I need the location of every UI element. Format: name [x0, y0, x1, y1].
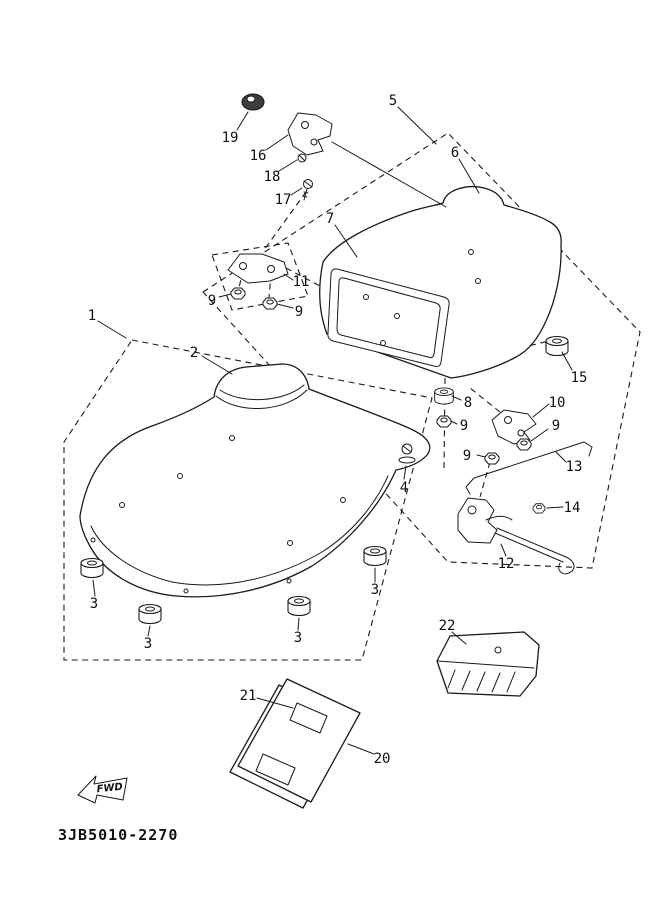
- callout-5: 5: [389, 93, 397, 109]
- rear-seat: [318, 186, 562, 379]
- callout-18: 18: [264, 169, 281, 185]
- nut-part-9: [436, 415, 452, 428]
- seat-mount-mark: [177, 473, 183, 479]
- callout-1: 1: [88, 308, 96, 324]
- callout-12: 12: [498, 556, 515, 572]
- document-label-part-21: [289, 702, 328, 734]
- callout-10: 10: [549, 395, 566, 411]
- collar-part-19: [241, 93, 265, 111]
- rod-part-13: [465, 441, 593, 495]
- screw-part-17: [302, 179, 313, 201]
- damper-part-3: [138, 603, 162, 625]
- hinge-bracket-part-16: [287, 112, 447, 208]
- callout-3: 3: [90, 596, 98, 612]
- damper-part-8: [434, 387, 454, 405]
- damper-part-3: [80, 557, 104, 579]
- callout-19: 19: [222, 130, 239, 146]
- screw-part-4: [398, 443, 416, 464]
- seat-mount-mark: [287, 540, 293, 546]
- dashed-region-main-seat: [63, 339, 433, 661]
- callout-3: 3: [144, 636, 152, 652]
- nut-part-9: [230, 287, 246, 300]
- callout-8: 8: [464, 395, 472, 411]
- leader-lines: [92, 106, 573, 755]
- seat-mount-mark: [119, 502, 125, 508]
- bracket-part-11: [227, 253, 289, 284]
- callout-2: 2: [190, 345, 198, 361]
- seat-top-mark: [475, 278, 481, 284]
- callout-numbers: 1 2 3 3 3 3 4 5 6 7 8 9 9 9 9 9 10 11 12…: [88, 93, 588, 767]
- nut-part-14: [532, 503, 546, 514]
- seat-mount-mark: [229, 435, 235, 441]
- bracket-part-10: [491, 409, 537, 445]
- callout-22: 22: [439, 618, 456, 634]
- pan-screw-mark: [380, 340, 386, 346]
- bag-hatching: [447, 669, 516, 693]
- callout-9: 9: [295, 304, 303, 320]
- seat-lock-part-12: [457, 497, 575, 575]
- callout-9: 9: [463, 448, 471, 464]
- callout-15: 15: [571, 370, 588, 386]
- callout-16: 16: [250, 148, 267, 164]
- pan-screw-mark: [363, 294, 369, 300]
- seat-edge-screw: [90, 537, 96, 543]
- callout-14: 14: [564, 500, 581, 516]
- nut-part-9: [484, 452, 500, 465]
- callout-3: 3: [371, 582, 379, 598]
- document-part-20: [229, 678, 361, 809]
- dashed-region-upper-seat: [202, 132, 641, 569]
- part-code: 3JB5010-2270: [58, 826, 178, 844]
- main-seat: [79, 363, 431, 598]
- screw-part-18: [297, 153, 307, 163]
- seat-mount-mark: [340, 497, 346, 503]
- callout-7: 7: [326, 211, 334, 227]
- callout-6: 6: [451, 145, 459, 161]
- fwd-label: FWD: [96, 782, 123, 796]
- callout-3: 3: [294, 630, 302, 646]
- damper-part-15: [545, 335, 569, 357]
- pan-screw-mark: [394, 313, 400, 319]
- seat-pan-opening: [327, 268, 450, 367]
- seat-edge-screw: [183, 588, 189, 594]
- nut-part-9: [516, 438, 532, 451]
- fwd-arrow: FWD: [77, 775, 128, 804]
- callout-21: 21: [240, 688, 257, 704]
- callout-9: 9: [460, 418, 468, 434]
- document-label-lower: [255, 753, 296, 786]
- callout-9: 9: [208, 293, 216, 309]
- callout-13: 13: [566, 459, 583, 475]
- callout-17: 17: [275, 192, 292, 208]
- damper-part-3: [287, 595, 311, 617]
- callout-11: 11: [293, 274, 310, 290]
- callout-4: 4: [400, 480, 408, 496]
- callout-9: 9: [552, 418, 560, 434]
- damper-part-3: [363, 545, 387, 567]
- nut-part-9: [262, 297, 278, 310]
- callout-20: 20: [374, 751, 391, 767]
- seat-top-mark: [468, 249, 474, 255]
- seat-edge-screw: [286, 578, 292, 584]
- tool-bag-part-22: [436, 631, 540, 697]
